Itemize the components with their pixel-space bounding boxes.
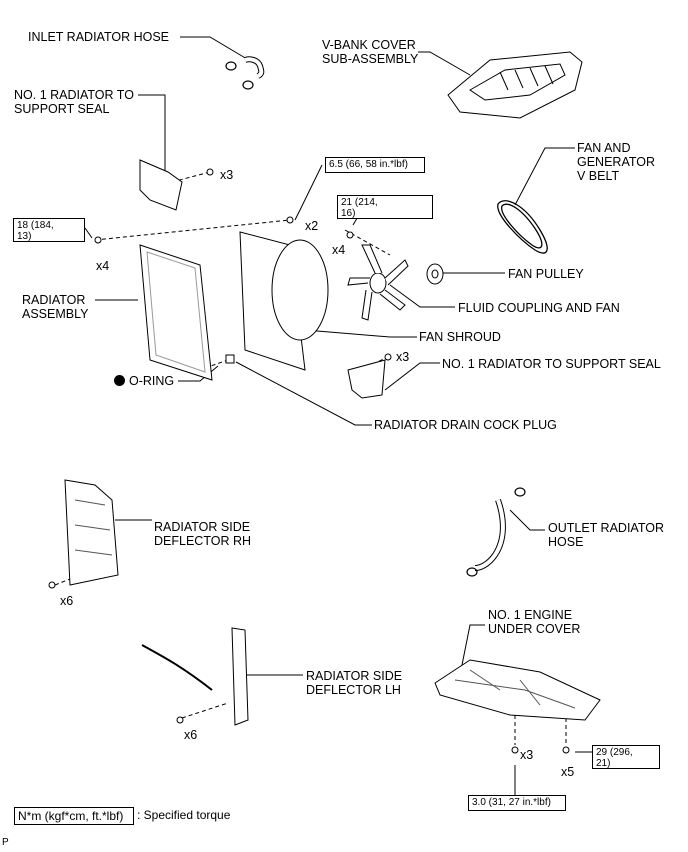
leader-vbank — [418, 51, 471, 76]
legend-text: : Specified torque — [137, 808, 231, 822]
qty-shroud-bolts: x2 — [305, 219, 319, 233]
qty-seal-top: x3 — [220, 168, 234, 182]
inlet-hose-drawing — [225, 56, 265, 90]
outlet-hose-drawing — [466, 487, 526, 577]
radiator-drawing — [94, 236, 213, 381]
label-fluid-coupling-fan: FLUID COUPLING AND FAN — [458, 301, 620, 315]
label-side-deflector-lh: RADIATOR SIDE DEFLECTOR LH — [306, 669, 403, 697]
torque-3-0: 3.0 (31, 27 in.*lbf) — [468, 795, 566, 811]
seal-top-drawing — [139, 159, 214, 211]
label-radiator-assembly: RADIATOR ASSEMBLY — [22, 293, 89, 321]
label-no1-radiator-seal-top: NO. 1 RADIATOR TO SUPPORT SEAL — [14, 88, 134, 116]
leader-o-ring — [178, 365, 219, 382]
deflector-lh-drawing — [141, 627, 249, 726]
qty-fan-nuts: x4 — [332, 243, 346, 257]
leader-drain-cock — [235, 361, 372, 426]
drain-cock-drawing — [225, 354, 235, 364]
label-fan-shroud: FAN SHROUD — [419, 330, 501, 344]
seal-right-drawing — [347, 353, 392, 399]
leader-belt — [514, 147, 575, 206]
fan-shroud-drawing — [239, 216, 329, 371]
vbank-cover-drawing — [447, 51, 583, 119]
under-cover-drawing — [434, 659, 601, 754]
legend-torque-box: N*m (kgf*cm, ft.*lbf) — [14, 807, 134, 825]
label-no1-radiator-seal-right: NO. 1 RADIATOR TO SUPPORT SEAL — [442, 357, 661, 371]
torque-18: 18 (184, 13) — [13, 218, 85, 242]
label-inlet-radiator-hose: INLET RADIATOR HOSE — [28, 30, 170, 44]
qty-deflector-rh: x6 — [60, 594, 74, 608]
leader-seal-top — [138, 94, 166, 175]
label-side-deflector-rh: RADIATOR SIDE DEFLECTOR RH — [154, 520, 252, 548]
qty-radiator-bolts: x4 — [96, 259, 110, 273]
torque-21: 21 (214, 16) — [337, 195, 433, 219]
label-fan-pulley: FAN PULLEY — [508, 267, 584, 281]
label-drain-cock-plug: RADIATOR DRAIN COCK PLUG — [374, 418, 557, 432]
deflector-rh-drawing — [48, 479, 119, 589]
qty-deflector-lh: x6 — [184, 728, 198, 742]
qty-under-cover-rear: x5 — [561, 765, 575, 779]
non-reusable-bullet-icon — [114, 375, 125, 386]
label-vbank-cover: V-BANK COVER SUB-ASSEMBLY — [322, 38, 419, 66]
leader-outlet-hose — [509, 509, 545, 531]
dash-deflector-lh — [181, 702, 229, 719]
label-o-ring: O-RING — [129, 374, 175, 388]
leader-t-6-5 — [294, 164, 323, 221]
leader-seal-right — [384, 362, 440, 391]
leader-fluid-coupling — [389, 284, 455, 308]
fan-drawing — [346, 231, 409, 321]
qty-under-cover-front: x3 — [520, 748, 534, 762]
label-fan-generator-belt: FAN AND GENERATOR V BELT — [577, 141, 656, 183]
qty-seal-right: x3 — [396, 350, 410, 364]
torque-29: 29 (296, 21) — [592, 745, 660, 769]
leader-fan-shroud — [304, 329, 417, 338]
corner-mark: P — [2, 837, 9, 848]
leader-inlet-hose — [180, 36, 253, 63]
leader-under-cover — [461, 624, 485, 666]
torque-6-5: 6.5 (66, 58 in.*lbf) — [325, 157, 425, 173]
label-outlet-radiator-hose: OUTLET RADIATOR HOSE — [548, 521, 664, 549]
fan-belt-drawing — [497, 200, 548, 254]
dash-radiator-bolt — [94, 219, 291, 241]
fan-pulley-drawing — [426, 263, 444, 285]
leader-t-18 — [84, 227, 93, 239]
label-no1-engine-under-cover: NO. 1 ENGINE UNDER COVER — [488, 608, 581, 636]
